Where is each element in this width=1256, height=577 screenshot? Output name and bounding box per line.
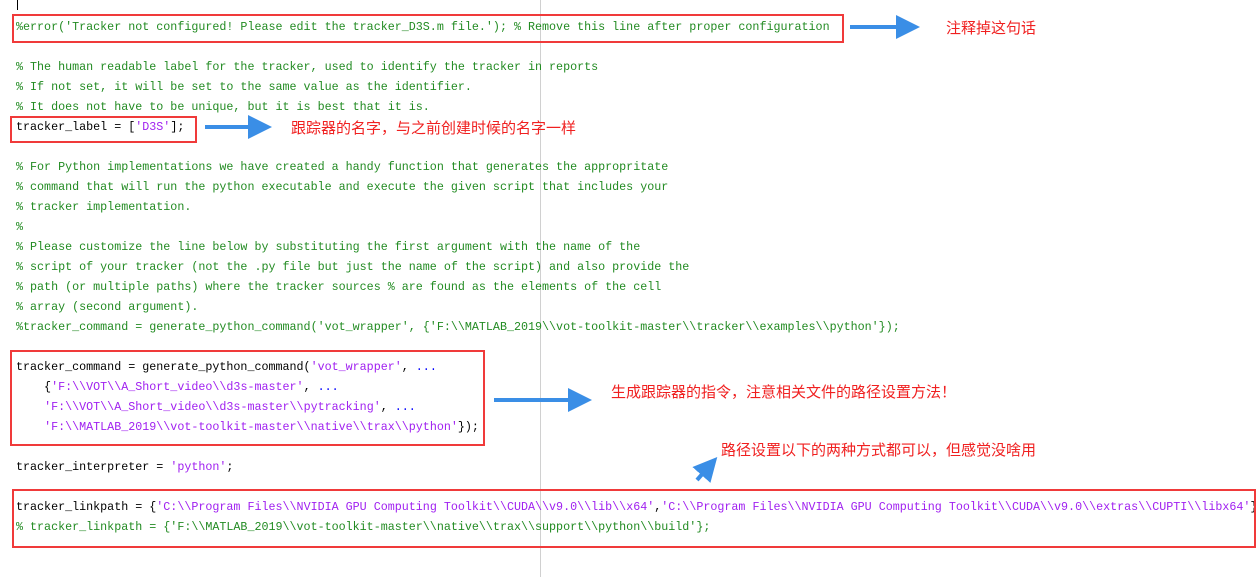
code-text: ]; bbox=[170, 120, 185, 134]
annotation-box-tracker-command bbox=[10, 350, 485, 446]
comment-text: % The human readable label for the track… bbox=[16, 60, 599, 74]
annotation-note: 跟踪器的名字，与之前创建时候的名字一样 bbox=[291, 119, 577, 137]
code-line[interactable]: 'F:\\VOT\\A_Short_video\\d3s-master\\pyt… bbox=[16, 397, 1256, 417]
comment-text: % command that will run the python execu… bbox=[16, 180, 669, 194]
code-text: }); bbox=[457, 420, 479, 434]
comment-text: % path (or multiple paths) where the tra… bbox=[16, 280, 662, 294]
code-line[interactable]: % The human readable label for the track… bbox=[16, 57, 1256, 77]
code-line[interactable]: % script of your tracker (not the .py fi… bbox=[16, 257, 1256, 277]
code-text: , bbox=[401, 360, 416, 374]
arrow-icon bbox=[692, 457, 718, 483]
code-text: ; bbox=[226, 460, 234, 474]
code-line[interactable]: % It does not have to be unique, but it … bbox=[16, 97, 1256, 117]
code-line[interactable]: tracker_interpreter = 'python'; bbox=[16, 457, 1256, 477]
code-line[interactable]: % bbox=[16, 217, 1256, 237]
string-literal: 'C:\\Program Files\\NVIDIA GPU Computing… bbox=[661, 500, 1251, 514]
code-line[interactable]: % command that will run the python execu… bbox=[16, 177, 1256, 197]
code-text: , bbox=[380, 400, 395, 414]
string-literal: 'F:\\VOT\\A_Short_video\\d3s-master' bbox=[51, 380, 304, 394]
code-text: tracker_label = [ bbox=[16, 120, 136, 134]
string-literal: 'python' bbox=[170, 460, 227, 474]
code-text: } bbox=[1250, 500, 1256, 514]
comment-text: %tracker_command = generate_python_comma… bbox=[16, 320, 900, 334]
comment-text: %error('Tracker not configured! Please e… bbox=[16, 20, 830, 34]
code-line[interactable]: % array (second argument). bbox=[16, 297, 1256, 317]
comment-text: % For Python implementations we have cre… bbox=[16, 160, 669, 174]
comment-text: % tracker_linkpath = {'F:\\MATLAB_2019\\… bbox=[16, 520, 711, 534]
comment-text: % Please customize the line below by sub… bbox=[16, 240, 641, 254]
code-line[interactable]: 'F:\\MATLAB_2019\\vot-toolkit-master\\na… bbox=[16, 417, 1256, 437]
string-literal: 'F:\\MATLAB_2019\\vot-toolkit-master\\na… bbox=[44, 420, 458, 434]
code-text: , bbox=[654, 500, 662, 514]
comment-text: % script of your tracker (not the .py fi… bbox=[16, 260, 690, 274]
annotation-box-tracker-label bbox=[10, 116, 197, 143]
continuation-keyword: ... bbox=[317, 380, 339, 394]
code-line[interactable]: % Please customize the line below by sub… bbox=[16, 237, 1256, 257]
code-text: { bbox=[16, 380, 52, 394]
code-line[interactable]: % For Python implementations we have cre… bbox=[16, 157, 1256, 177]
code-text: tracker_linkpath = { bbox=[16, 500, 157, 514]
string-literal: 'F:\\VOT\\A_Short_video\\d3s-master\\pyt… bbox=[44, 400, 381, 414]
code-editor[interactable]: %error('Tracker not configured! Please e… bbox=[16, 17, 1256, 537]
code-text: , bbox=[303, 380, 318, 394]
annotation-note: 注释掉这句话 bbox=[946, 19, 1037, 37]
code-line[interactable]: %tracker_command = generate_python_comma… bbox=[16, 317, 1256, 337]
annotation-box-linkpath bbox=[12, 489, 1256, 548]
text-cursor bbox=[17, 0, 18, 10]
code-line[interactable]: % path (or multiple paths) where the tra… bbox=[16, 277, 1256, 297]
string-literal: 'C:\\Program Files\\NVIDIA GPU Computing… bbox=[156, 500, 655, 514]
code-text: tracker_interpreter = bbox=[16, 460, 171, 474]
continuation-keyword: ... bbox=[415, 360, 437, 374]
code-line[interactable]: tracker_linkpath = {'C:\\Program Files\\… bbox=[16, 497, 1256, 517]
annotation-note: 生成跟踪器的指令，注意相关文件的路径设置方法！ bbox=[611, 383, 957, 401]
code-line[interactable]: % tracker_linkpath = {'F:\\MATLAB_2019\\… bbox=[16, 517, 1256, 537]
comment-text: % If not set, it will be set to the same… bbox=[16, 80, 472, 94]
code-line[interactable]: tracker_command = generate_python_comman… bbox=[16, 357, 1256, 377]
annotation-box-error-line bbox=[12, 14, 844, 43]
string-literal: 'vot_wrapper' bbox=[310, 360, 402, 374]
comment-text: % It does not have to be unique, but it … bbox=[16, 100, 430, 114]
code-line[interactable]: tracker_label = ['D3S']; bbox=[16, 117, 1256, 137]
comment-text: % array (second argument). bbox=[16, 300, 199, 314]
code-text: tracker_command = generate_python_comman… bbox=[16, 360, 311, 374]
string-literal: 'D3S' bbox=[135, 120, 171, 134]
code-line[interactable]: {'F:\\VOT\\A_Short_video\\d3s-master', .… bbox=[16, 377, 1256, 397]
comment-text: % tracker implementation. bbox=[16, 200, 192, 214]
continuation-keyword: ... bbox=[394, 400, 416, 414]
code-line[interactable]: % If not set, it will be set to the same… bbox=[16, 77, 1256, 97]
comment-text: % bbox=[16, 220, 24, 234]
code-line[interactable]: % tracker implementation. bbox=[16, 197, 1256, 217]
annotation-note: 路径设置以下的两种方式都可以，但感觉没啥用 bbox=[721, 441, 1037, 459]
code-line[interactable]: %error('Tracker not configured! Please e… bbox=[16, 17, 1256, 37]
right-margin-line bbox=[540, 0, 541, 577]
